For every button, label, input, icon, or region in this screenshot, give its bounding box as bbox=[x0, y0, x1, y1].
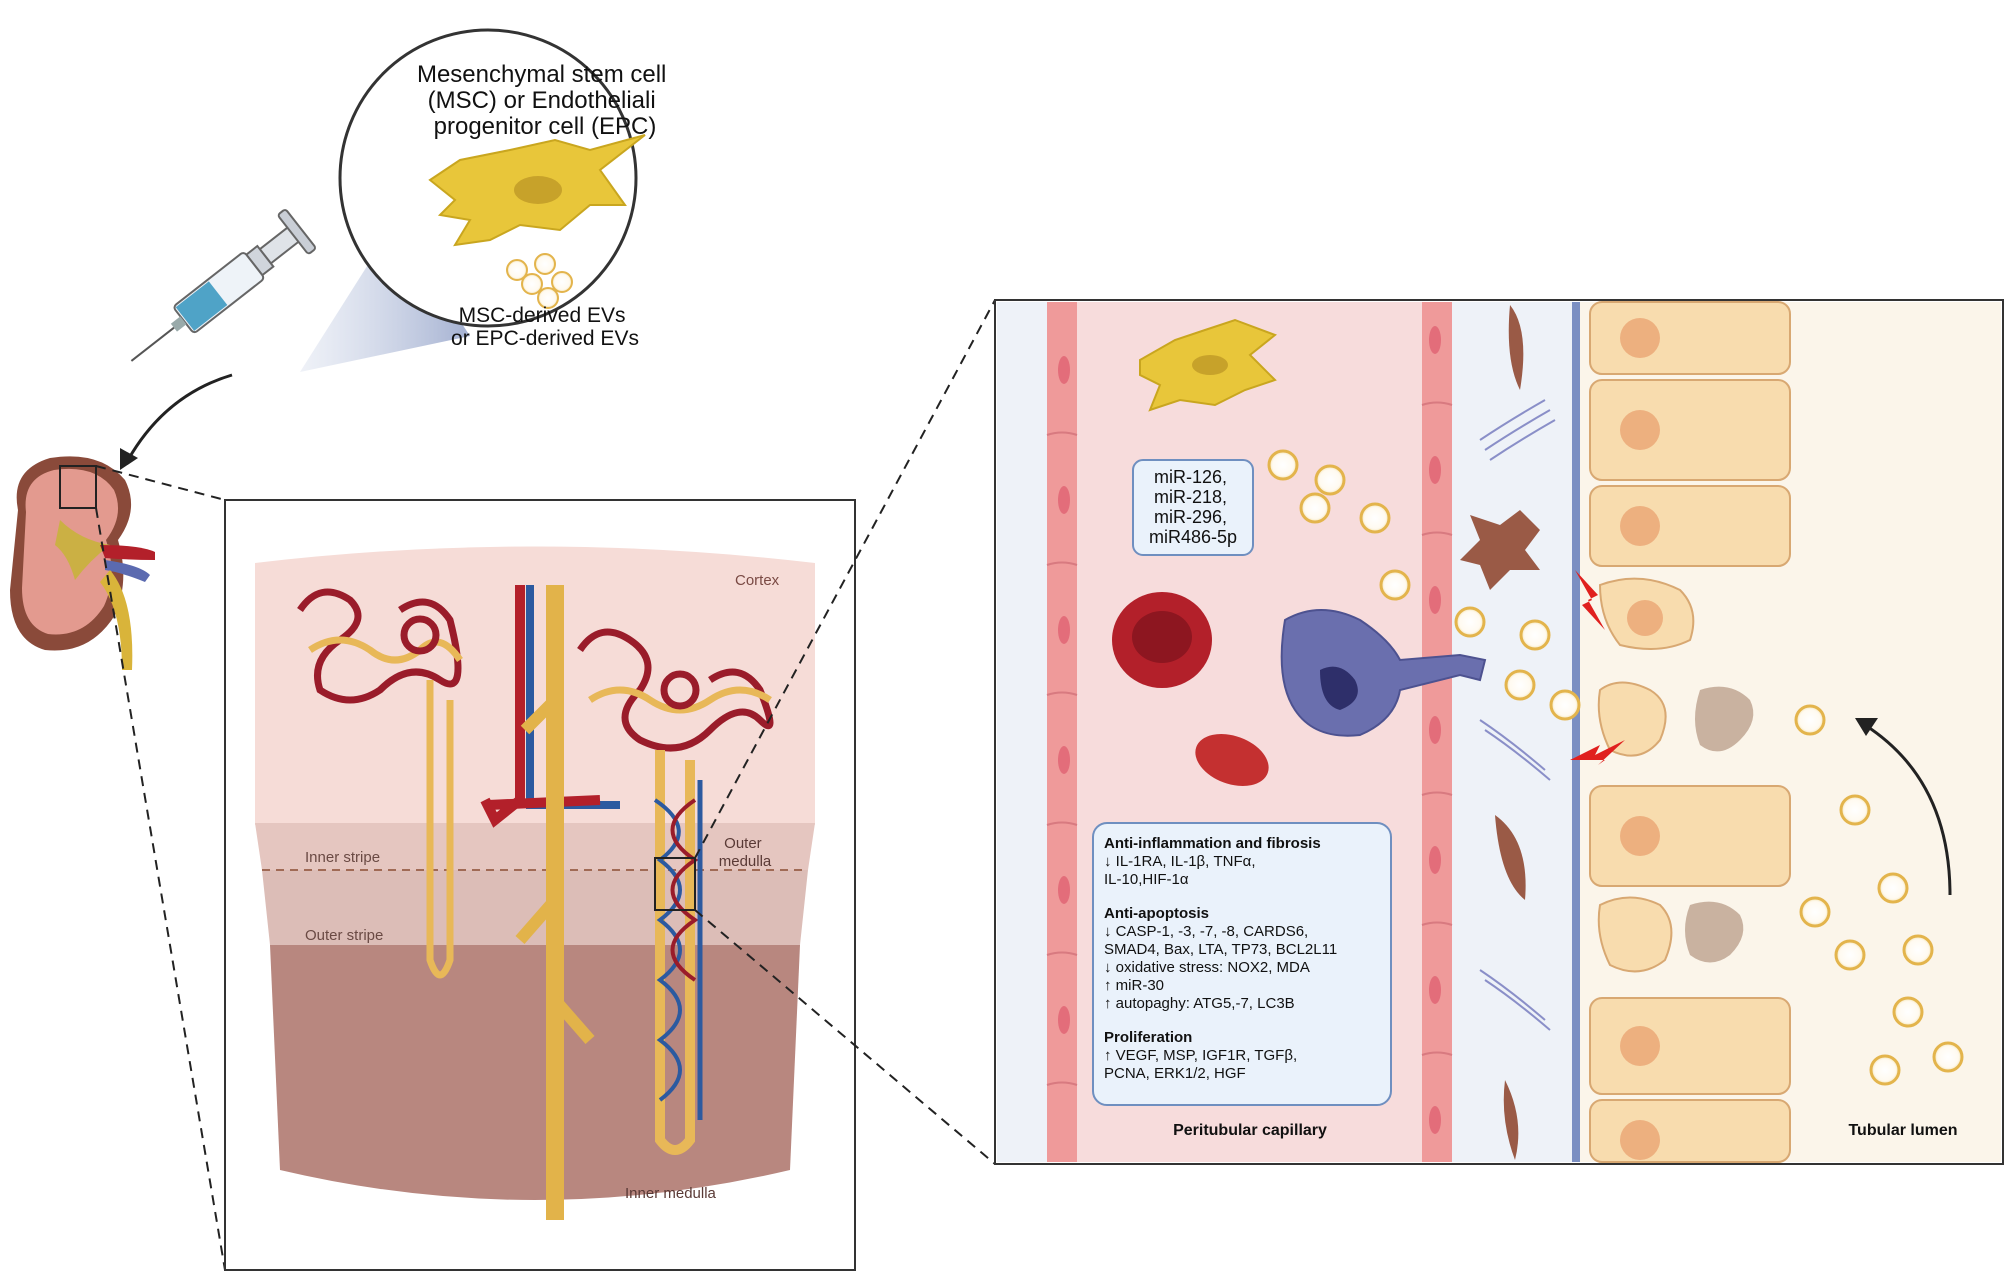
svg-text:Inner stripe: Inner stripe bbox=[305, 849, 380, 866]
ev-label-line-2: or EPC-derived EVs bbox=[451, 327, 639, 350]
outer-medulla-label-1: Outer bbox=[724, 835, 762, 852]
section-zoom-box bbox=[654, 857, 696, 911]
inner-stripe-label: Inner stripe bbox=[305, 849, 380, 866]
zoom-lines-left bbox=[95, 465, 226, 1271]
curved-arrow-icon bbox=[126, 373, 233, 461]
lightning-icon bbox=[1570, 740, 1625, 765]
kidney-zoom-box bbox=[59, 465, 97, 509]
msc-title-line-2: (MSC) or Endotheliali bbox=[428, 87, 656, 114]
anti-apoptosis-line-2: SMAD4, Bax, LTA, TP73, BCL2L11 bbox=[1104, 941, 1337, 958]
zoom-lines-right bbox=[694, 299, 996, 1165]
outer-medulla-label-2: medulla bbox=[719, 853, 772, 870]
svg-text:Outer medulla: Outer medulla bbox=[719, 835, 772, 870]
mirna-line-4: miR486-5p bbox=[1149, 527, 1237, 547]
proliferation-line-1: ↑ VEGF, MSP, IGF1R, TGFβ, bbox=[1104, 1047, 1297, 1064]
anti-apoptosis-heading: Anti-apoptosis bbox=[1104, 905, 1209, 922]
svg-text:miR-126, miR-218,: miR-126, miR-218, miR-296, miR486-5p bbox=[1149, 467, 1237, 547]
magnification-beam bbox=[300, 222, 470, 372]
zoom-panel-frame bbox=[994, 299, 2004, 1165]
anti-inflammation-line-1: ↓ IL-1RA, IL-1β, TNFα, bbox=[1104, 853, 1256, 870]
mirna-line-2: miR-218, bbox=[1154, 487, 1227, 507]
svg-text:Cortex: Cortex bbox=[735, 572, 780, 589]
tubular-cells bbox=[1589, 301, 1791, 1163]
syringe-icon bbox=[130, 209, 316, 362]
injection-illustration: Mesenchymal stem cell (MSC) or Endotheli… bbox=[120, 28, 673, 470]
svg-text:Tubular lumen: Tubular lumen bbox=[1848, 1122, 1957, 1139]
peritubular-capillary-label: Peritubular capillary bbox=[1173, 1122, 1327, 1139]
outer-stripe-label: Outer stripe bbox=[305, 927, 383, 944]
svg-text:Mesenchymal stem cell (M: Mesenchymal stem cell (MSC) or Endotheli… bbox=[417, 61, 673, 140]
anti-apoptosis-line-1: ↓ CASP-1, -3, -7, -8, CARDS6, bbox=[1104, 923, 1308, 940]
svg-text:Inner medulla: Inner medulla bbox=[625, 1185, 717, 1202]
endothelial-nuclei bbox=[1058, 326, 1441, 1134]
svg-text:Peritubular capillary: Peritubular capillary bbox=[1173, 1122, 1327, 1139]
anti-inflammation-heading: Anti-inflammation and fibrosis bbox=[1104, 835, 1321, 852]
anti-inflammation-line-2: IL-10,HIF-1α bbox=[1104, 871, 1189, 888]
anti-apoptosis-line-5: ↑ autopaghy: ATG5,-7, LC3B bbox=[1104, 995, 1295, 1012]
red-blood-cell-icon bbox=[1195, 733, 1269, 787]
svg-text:Outer stripe: Outer stripe bbox=[305, 927, 383, 944]
effects-box bbox=[1092, 822, 1392, 1106]
cortex-label: Cortex bbox=[735, 572, 780, 589]
svg-text:MSC-derived EVs or EPC-d: MSC-derived EVs or EPC-derived EVs bbox=[451, 304, 639, 350]
curved-arrow-icon bbox=[1864, 723, 1952, 896]
lightning-icon bbox=[1575, 570, 1605, 630]
proliferation-heading: Proliferation bbox=[1104, 1029, 1192, 1046]
anti-apoptosis-line-4: ↑ miR-30 bbox=[1104, 977, 1164, 994]
kidney-icon bbox=[10, 456, 155, 670]
svg-text:Anti-inflammation and fibrosis: Anti-inflammation and fibrosis ↓ IL-1RA,… bbox=[1104, 835, 1341, 1082]
ev-label-line-1: MSC-derived EVs bbox=[459, 304, 626, 327]
ev-cluster-icon bbox=[506, 253, 573, 309]
tubular-lumen-label: Tubular lumen bbox=[1848, 1122, 1957, 1139]
mirna-line-3: miR-296, bbox=[1154, 507, 1227, 527]
inner-medulla-label: Inner medulla bbox=[625, 1185, 717, 1202]
fibroblasts bbox=[1460, 305, 1540, 1160]
mirna-box bbox=[1132, 459, 1254, 556]
proliferation-line-2: PCNA, ERK1/2, HGF bbox=[1104, 1065, 1246, 1082]
nephron-section-panel: Cortex Outer medulla Inner stripe Outer … bbox=[224, 499, 856, 1271]
peritubular-zoom-panel: miR-126, miR-218, miR-296, miR486-5p Ant… bbox=[994, 299, 2004, 1165]
collagen-fibers bbox=[1479, 399, 1556, 1031]
msc-title-line-3: progenitor cell (EPC) bbox=[434, 113, 657, 140]
msc-title-line-1: Mesenchymal stem cell bbox=[417, 61, 666, 88]
anti-apoptosis-line-3: ↓ oxidative stress: NOX2, MDA bbox=[1104, 959, 1310, 976]
mirna-line-1: miR-126, bbox=[1154, 467, 1227, 487]
extracellular-vesicles bbox=[1267, 449, 1964, 1086]
